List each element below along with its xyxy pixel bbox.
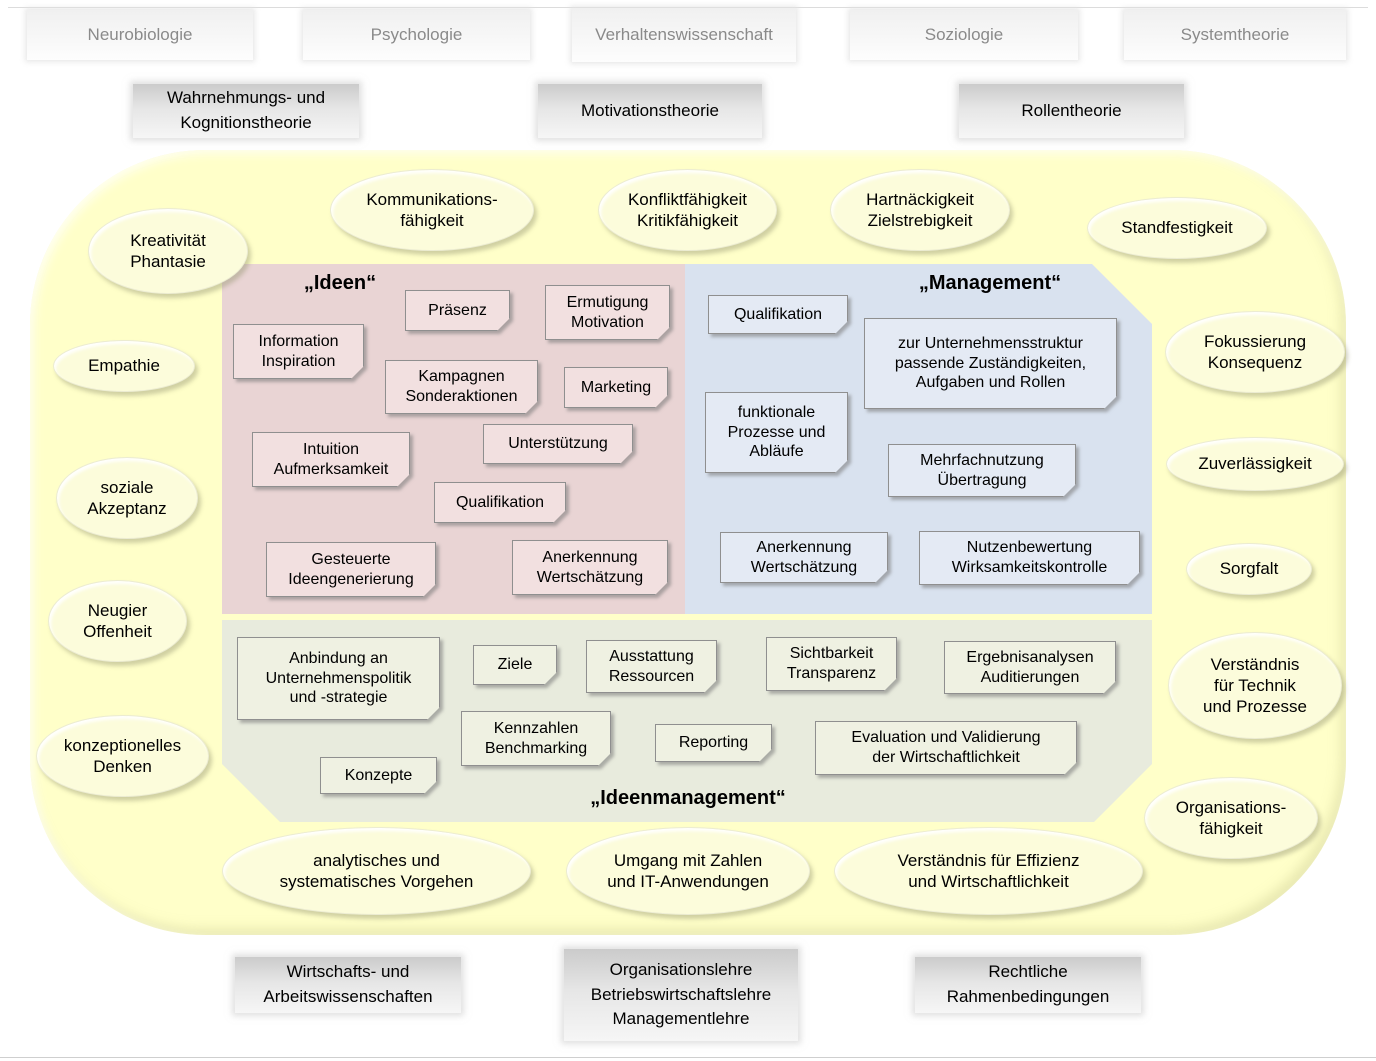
- node-label: Intuition Aufmerksamkeit: [252, 432, 410, 487]
- ideen-box-intuition-aufmerksamkeit: Intuition Aufmerksamkeit: [252, 432, 410, 487]
- im-box-anbindung: Anbindung an Unternehmenspolitik und -st…: [237, 637, 440, 720]
- skill-ellipse-effizienz: Verständnis für Effizienz und Wirtschaft…: [834, 827, 1143, 915]
- ideen-box-praesenz: Präsenz: [405, 290, 510, 331]
- ideen-box-kampagnen-sonderaktionen: Kampagnen Sonderaktionen: [385, 360, 538, 414]
- skill-ellipse-technik-prozesse: Verständnis für Technik und Prozesse: [1168, 632, 1342, 739]
- theory-wahrnehmung-kognition: Wahrnehmungs- und Kognitionstheorie: [133, 84, 359, 138]
- node-label: Sichtbarkeit Transparenz: [766, 637, 897, 691]
- skill-ellipse-kreativitaet: Kreativität Phantasie: [88, 208, 248, 294]
- node-label: zur Unternehmensstruktur passende Zustän…: [864, 318, 1117, 409]
- node-label: Reporting: [655, 724, 772, 762]
- im-box-evaluation-validierung: Evaluation und Validierung der Wirtschaf…: [815, 721, 1077, 775]
- node-label: Anerkennung Wertschätzung: [512, 540, 668, 595]
- ideen-box-ermutigung-motivation: Ermutigung Motivation: [545, 285, 670, 340]
- discipline-psychologie: Psychologie: [303, 10, 530, 60]
- ideen-box-marketing: Marketing: [564, 367, 668, 408]
- im-box-ergebnisanalysen: Ergebnisanalysen Auditierungen: [944, 641, 1116, 694]
- node-label: Ausstattung Ressourcen: [586, 640, 717, 693]
- region-title-ideen: „Ideen“: [303, 272, 377, 294]
- skill-ellipse-sorgfalt: Sorgfalt: [1186, 543, 1312, 595]
- node-label: Evaluation und Validierung der Wirtschaf…: [815, 721, 1077, 775]
- mgmt-box-anerkennung-wertschaetzung: Anerkennung Wertschätzung: [720, 532, 888, 583]
- node-label: Mehrfachnutzung Übertragung: [888, 444, 1076, 497]
- ideen-box-gesteuerte-ideengenerierung: Gesteuerte Ideengenerierung: [266, 542, 436, 597]
- mgmt-box-mehrfachnutzung: Mehrfachnutzung Übertragung: [888, 444, 1076, 497]
- im-box-sichtbarkeit-transparenz: Sichtbarkeit Transparenz: [766, 637, 897, 691]
- node-label: Qualifikation: [434, 482, 566, 523]
- skill-ellipse-konzeptionelles-denken: konzeptionelles Denken: [36, 715, 209, 797]
- node-label: Unterstützung: [483, 424, 633, 464]
- skill-ellipse-zahlen-it: Umgang mit Zahlen und IT-Anwendungen: [566, 827, 810, 915]
- node-label: Kennzahlen Benchmarking: [461, 711, 611, 766]
- mgmt-box-funktionale-prozesse: funktionale Prozesse und Abläufe: [705, 392, 848, 473]
- mgmt-box-qualifikation: Qualifikation: [708, 295, 848, 334]
- node-label: Ergebnisanalysen Auditierungen: [944, 641, 1116, 694]
- region-title-ideenmanagement: „Ideenmanagement“: [590, 787, 786, 809]
- skill-ellipse-kommunikation: Kommunikations- fähigkeit: [330, 169, 534, 251]
- mgmt-box-unternehmensstruktur: zur Unternehmensstruktur passende Zustän…: [864, 318, 1117, 409]
- node-label: Anbindung an Unternehmenspolitik und -st…: [237, 637, 440, 720]
- im-box-konzepte: Konzepte: [320, 757, 437, 794]
- im-box-kennzahlen-benchmarking: Kennzahlen Benchmarking: [461, 711, 611, 766]
- node-label: Anerkennung Wertschätzung: [720, 532, 888, 583]
- skill-ellipse-fokussierung: Fokussierung Konsequenz: [1165, 311, 1345, 393]
- node-label: Qualifikation: [708, 295, 848, 334]
- node-label: funktionale Prozesse und Abläufe: [705, 392, 848, 473]
- mgmt-box-nutzenbewertung: Nutzenbewertung Wirksamkeitskontrolle: [919, 531, 1140, 585]
- discipline-soziologie: Soziologie: [850, 10, 1078, 60]
- node-label: Marketing: [564, 367, 668, 408]
- skill-ellipse-konfliktfaehigkeit: Konfliktfähigkeit Kritikfähigkeit: [598, 169, 777, 251]
- discipline-organisationslehre: Organisationslehre Betriebswirtschaftsle…: [564, 949, 798, 1041]
- skill-ellipse-standfestigkeit: Standfestigkeit: [1087, 197, 1267, 259]
- region-title-management: „Management“: [918, 272, 1062, 294]
- ideen-box-anerkennung-wertschaetzung: Anerkennung Wertschätzung: [512, 540, 668, 595]
- theory-motivation: Motivationstheorie: [538, 84, 762, 138]
- skill-ellipse-neugier: Neugier Offenheit: [48, 580, 187, 662]
- skill-ellipse-analytisch: analytisches und systematisches Vorgehen: [222, 827, 531, 915]
- im-box-ausstattung-ressourcen: Ausstattung Ressourcen: [586, 640, 717, 693]
- skill-ellipse-organisationsfaehigkeit: Organisations- fähigkeit: [1144, 777, 1318, 859]
- node-label: Information Inspiration: [233, 324, 364, 379]
- skill-ellipse-empathie: Empathie: [53, 340, 195, 392]
- node-label: Ziele: [473, 645, 557, 685]
- discipline-verhaltenswissenschaft: Verhaltenswissenschaft: [572, 8, 796, 62]
- discipline-neurobiologie: Neurobiologie: [27, 10, 253, 60]
- node-label: Gesteuerte Ideengenerierung: [266, 542, 436, 597]
- im-box-ziele: Ziele: [473, 645, 557, 685]
- discipline-rechtliche-rahmenbedingungen: Rechtliche Rahmenbedingungen: [915, 957, 1141, 1013]
- theory-rollen: Rollentheorie: [959, 84, 1184, 138]
- discipline-systemtheorie: Systemtheorie: [1124, 10, 1346, 60]
- node-label: Ermutigung Motivation: [545, 285, 670, 340]
- bottom-border-line: [0, 1057, 1376, 1058]
- skill-ellipse-zuverlaessigkeit: Zuverlässigkeit: [1166, 437, 1344, 491]
- node-label: Kampagnen Sonderaktionen: [385, 360, 538, 414]
- skill-ellipse-soziale-akzeptanz: soziale Akzeptanz: [56, 457, 198, 539]
- ideen-box-unterstuetzung: Unterstützung: [483, 424, 633, 464]
- skill-ellipse-hartnaeckigkeit: Hartnäckigkeit Zielstrebigkeit: [830, 169, 1010, 251]
- ideen-box-qualifikation: Qualifikation: [434, 482, 566, 523]
- top-border-line: [8, 7, 1368, 8]
- node-label: Konzepte: [320, 757, 437, 794]
- im-box-reporting: Reporting: [655, 724, 772, 762]
- node-label: Präsenz: [405, 290, 510, 331]
- ideen-box-information-inspiration: Information Inspiration: [233, 324, 364, 379]
- node-label: Nutzenbewertung Wirksamkeitskontrolle: [919, 531, 1140, 585]
- discipline-wirtschaftswissenschaften: Wirtschafts- und Arbeitswissenschaften: [235, 957, 461, 1013]
